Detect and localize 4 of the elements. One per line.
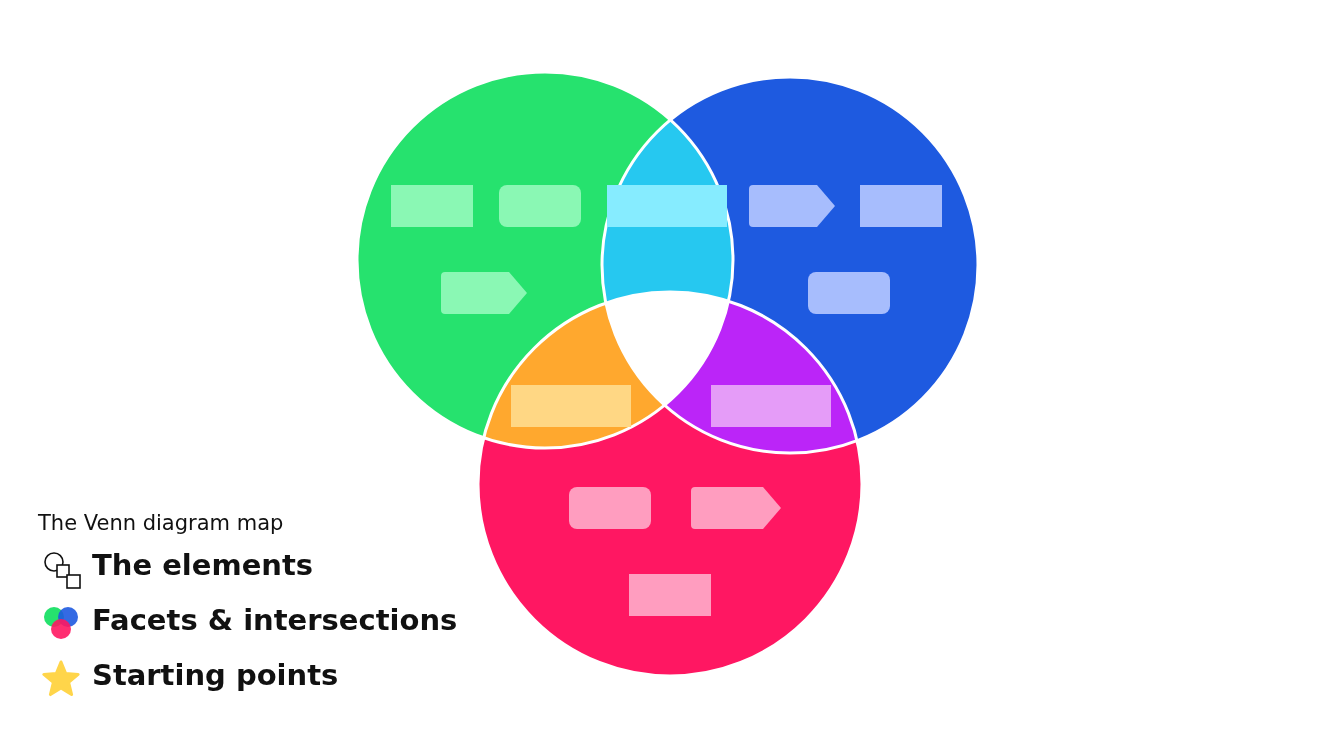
subtitle: The Venn diagram map [38,511,284,535]
menu-item-text: Starting points [92,658,339,692]
menu-item-text: Facets & intersections [92,603,458,637]
menu-item-text: The elements [92,548,314,582]
